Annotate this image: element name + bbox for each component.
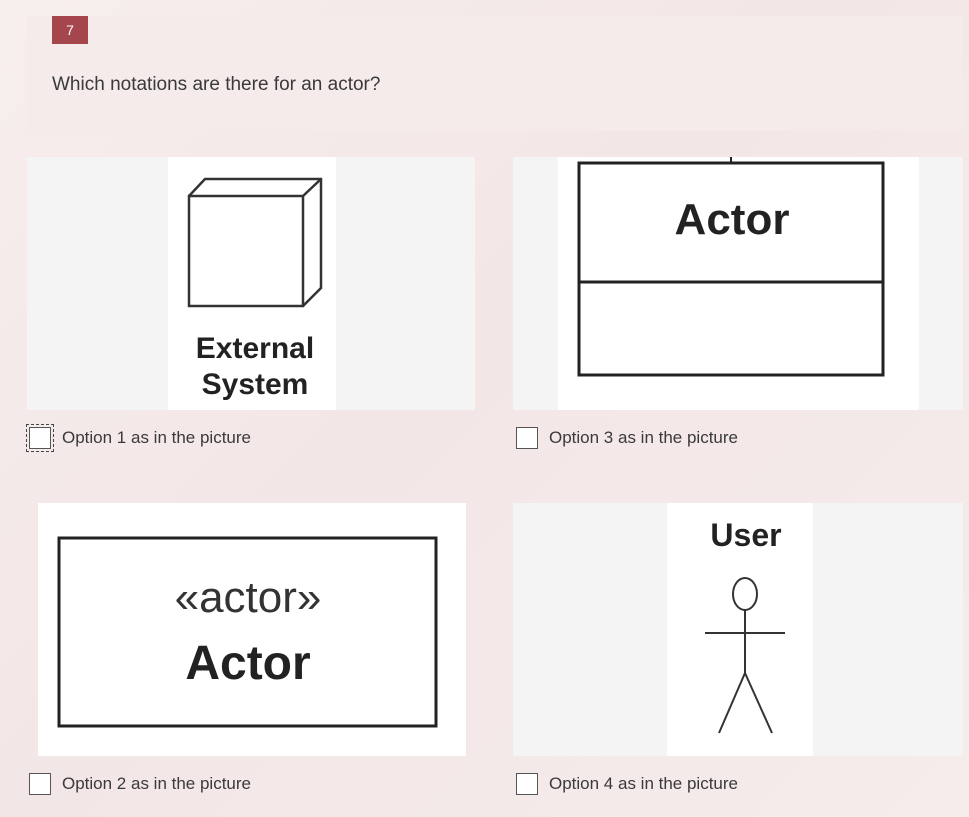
question-text: Which notations are there for an actor?	[52, 74, 381, 95]
option-4-image-canvas: User	[667, 503, 813, 756]
question-number-badge: 7	[52, 16, 88, 44]
option-3-image-canvas: Actor	[558, 157, 919, 410]
option-4-choice[interactable]: Option 4 as in the picture	[516, 773, 738, 795]
option-1-choice[interactable]: Option 1 as in the picture	[26, 424, 252, 452]
option-4-image-text: User	[710, 517, 781, 553]
actor-class-box-icon: Actor	[577, 157, 885, 377]
option-1-image[interactable]: External System	[27, 157, 475, 410]
actor-stereotype-box-icon: «actor» Actor	[57, 536, 438, 728]
option-1-label: Option 1 as in the picture	[62, 428, 252, 447]
option-1-image-text-2: System	[202, 368, 309, 401]
option-4-checkbox[interactable]	[516, 773, 538, 795]
option-2-image[interactable]: «actor» Actor	[38, 503, 466, 756]
option-3-checkbox[interactable]	[516, 427, 538, 449]
option-4-label: Option 4 as in the picture	[549, 774, 739, 793]
option-3-label: Option 3 as in the picture	[549, 428, 739, 447]
question-card: 7 Which notations are there for an actor…	[27, 16, 963, 131]
external-system-node-icon: External System	[187, 177, 323, 401]
option-2-image-text: Actor	[185, 637, 310, 690]
option-2-image-stereotype: «actor»	[175, 573, 322, 622]
option-1-checkbox[interactable]	[26, 424, 54, 452]
option-1-image-text-1: External	[196, 332, 314, 365]
stick-figure-actor-icon: User	[705, 517, 785, 734]
option-2-checkbox[interactable]	[29, 773, 51, 795]
option-4-image[interactable]: User	[513, 503, 963, 756]
option-1-image-canvas: External System	[168, 157, 336, 410]
option-2-label: Option 2 as in the picture	[62, 774, 252, 793]
option-3-image[interactable]: Actor	[513, 157, 963, 410]
option-3-image-text: Actor	[675, 195, 790, 244]
option-3-choice[interactable]: Option 3 as in the picture	[516, 427, 738, 449]
option-2-choice[interactable]: Option 2 as in the picture	[29, 773, 251, 795]
